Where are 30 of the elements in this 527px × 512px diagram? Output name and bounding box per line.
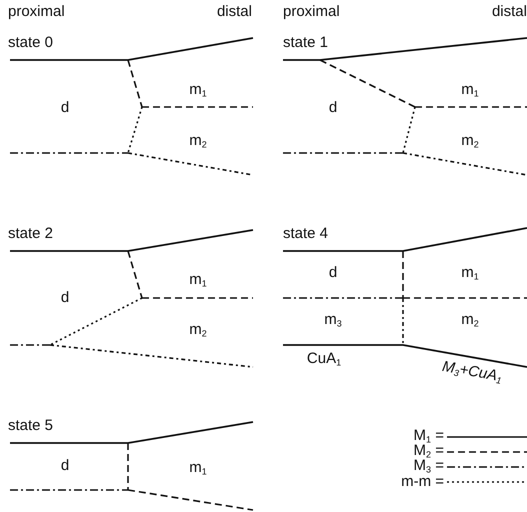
cell-label: m$_{1}$ — [189, 460, 207, 477]
legend-label: m-m = — [401, 474, 444, 489]
cell-label: d — [328, 265, 338, 280]
state-label: state 0 — [8, 35, 54, 50]
cell-label: m$_{2}$ — [461, 312, 479, 329]
direction-label: proximal — [8, 4, 65, 19]
cell-label: m$_{1}$ — [461, 82, 479, 99]
vein-label: CuA$_{1}$ — [306, 351, 342, 368]
state-label: state 2 — [8, 226, 54, 241]
cell-label: m$_{3}$ — [324, 312, 342, 329]
cell-label: m$_{2}$ — [461, 133, 479, 150]
legend-label: M$_{1}$ = — [414, 428, 444, 445]
cell-label: m$_{1}$ — [189, 82, 207, 99]
cell-label: d — [60, 290, 70, 305]
legend-label: M$_{3}$ = — [414, 458, 444, 475]
legend-label: M$_{2}$ = — [414, 443, 444, 460]
cell-label: m$_{1}$ — [461, 265, 479, 282]
cell-label: m$_{2}$ — [189, 322, 207, 339]
cell-label: m$_{2}$ — [189, 133, 207, 150]
cell-label: d — [60, 458, 70, 473]
cell-label: d — [328, 100, 338, 115]
cell-label: d — [60, 100, 70, 115]
cell-label: m$_{1}$ — [189, 272, 207, 289]
direction-label: distal — [216, 4, 252, 19]
state-label: state 1 — [283, 35, 328, 50]
vein-label: M$_{3}$+CuA$_{1}$ — [440, 358, 504, 386]
state-label: state 5 — [8, 418, 54, 433]
direction-label: distal — [492, 4, 527, 19]
state-label: state 4 — [283, 226, 328, 241]
direction-label: proximal — [283, 4, 340, 19]
